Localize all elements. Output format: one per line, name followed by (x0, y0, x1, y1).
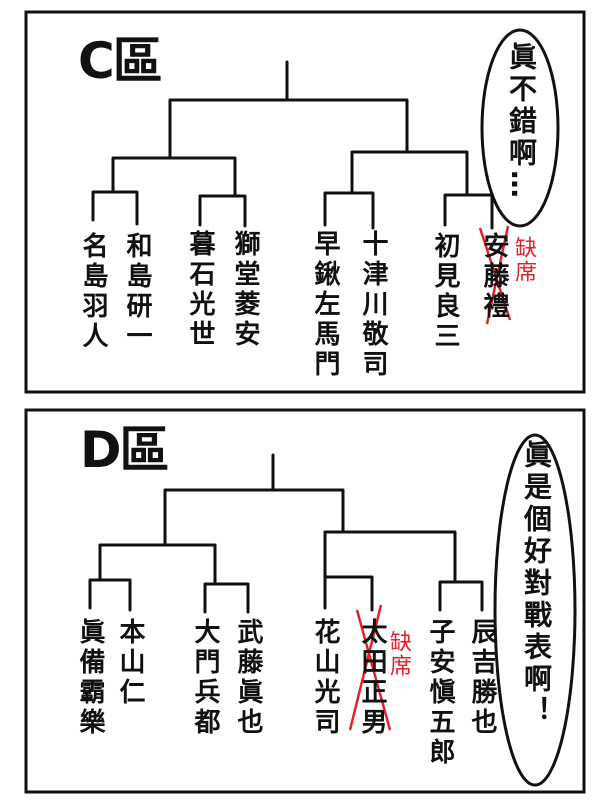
speech-bubble-d (493, 433, 577, 787)
player-c-8-absent: 安藤禮 (479, 232, 509, 322)
cross-out-d (348, 604, 392, 731)
speech-bubble-c (480, 28, 560, 228)
player-d-5: 花山光司 (310, 618, 340, 738)
player-d-4: 武藤眞也 (233, 618, 263, 738)
panel-c-title: C區 (78, 32, 163, 90)
player-c-2: 和島研一 (122, 232, 152, 352)
player-d-7: 子安愼五郎 (425, 618, 455, 768)
speech-bubble-c-text: 眞不錯啊… (505, 42, 538, 202)
player-d-6-absent: 太田正男 (357, 618, 387, 738)
player-d-3: 大門兵都 (190, 618, 220, 738)
speech-bubble-d-text: 眞是個好對戰表啊！ (520, 440, 553, 728)
bracket-c (91, 60, 494, 230)
panel-c-border (24, 10, 586, 394)
player-c-4: 獅堂菱安 (230, 230, 260, 350)
player-c-7: 初見良三 (430, 232, 460, 352)
absent-label-d: 缺席 (386, 630, 411, 678)
panel-d-title: D區 (80, 421, 170, 479)
player-d-1: 眞備霸樂 (75, 618, 105, 738)
panel-d-border (24, 408, 586, 794)
player-c-3: 暮石光世 (185, 230, 215, 350)
player-d-8: 辰吉勝也 (467, 618, 497, 738)
player-c-1: 名島羽人 (78, 232, 108, 352)
absent-label-c: 缺席 (511, 236, 536, 284)
player-c-6: 十津川敬司 (358, 230, 388, 380)
bracket-d (88, 453, 484, 614)
cross-out-c (478, 225, 512, 325)
player-d-2: 本山仁 (115, 618, 145, 708)
player-c-5: 早鍬左馬門 (310, 230, 340, 380)
